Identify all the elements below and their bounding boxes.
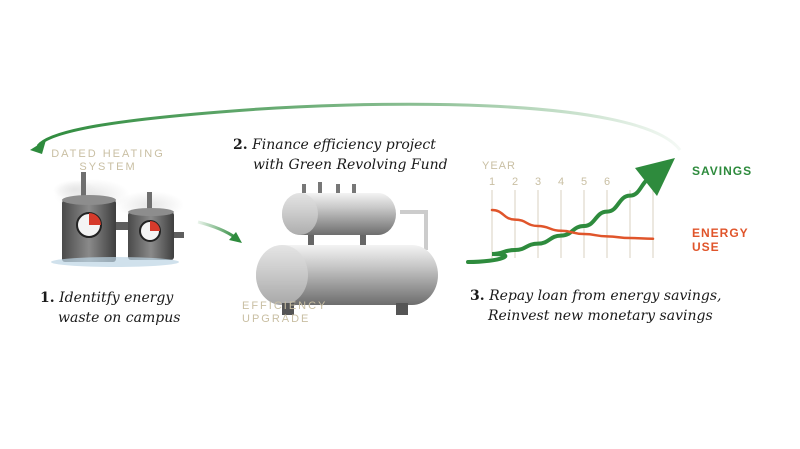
- step-3: 3. Repay loan from energy savings, Reinv…: [470, 286, 721, 326]
- step-2-line1: Finance efficiency project: [252, 137, 436, 153]
- step-1: 1. Identitfy energy waste on campus: [40, 288, 180, 328]
- tank-label-line1: EFFICIENCY: [242, 300, 328, 312]
- step-3-number: 3.: [470, 288, 485, 304]
- heater-label: DATED HEATING SYSTEM: [48, 148, 168, 174]
- return-arrow: [30, 102, 682, 154]
- energy-use-line: [490, 208, 655, 241]
- tick-label: 5: [580, 176, 588, 188]
- arrowhead-icon: [30, 140, 46, 154]
- step-2-line2: with Green Revolving Fund: [253, 157, 448, 173]
- step-3-line2: Reinvest new monetary savings: [488, 308, 713, 324]
- upgrade-arrow: [197, 220, 242, 243]
- savings-line: [466, 176, 655, 264]
- tank-label-line2: UPGRADE: [242, 313, 311, 325]
- heater-label-line2: SYSTEM: [79, 161, 137, 173]
- step-2-number: 2.: [233, 137, 248, 153]
- tick-label: 6: [603, 176, 611, 188]
- legend-energy-use: ENERGY USE: [692, 226, 749, 254]
- heater-label-line1: DATED HEATING: [51, 148, 165, 160]
- chart-xlabel: YEAR: [482, 160, 516, 172]
- storage-tank-icon: [256, 182, 438, 315]
- step-1-line1: Identitfy energy: [59, 290, 174, 306]
- savings-arrowhead-icon: [635, 158, 675, 196]
- legend-savings: SAVINGS: [692, 164, 753, 178]
- step-2: 2. Finance efficiency project with Green…: [233, 135, 448, 175]
- tank-label: EFFICIENCY UPGRADE: [242, 300, 342, 326]
- boiler-icon: [51, 172, 184, 267]
- step-3-line1: Repay loan from energy savings,: [489, 288, 722, 304]
- step-1-line2: waste on campus: [58, 310, 181, 326]
- tick-label: 4: [557, 176, 565, 188]
- savings-chart: [466, 158, 675, 264]
- step-1-number: 1.: [40, 290, 55, 306]
- tick-label: 2: [511, 176, 519, 188]
- tick-label: 3: [534, 176, 542, 188]
- tick-label: 1: [488, 176, 496, 188]
